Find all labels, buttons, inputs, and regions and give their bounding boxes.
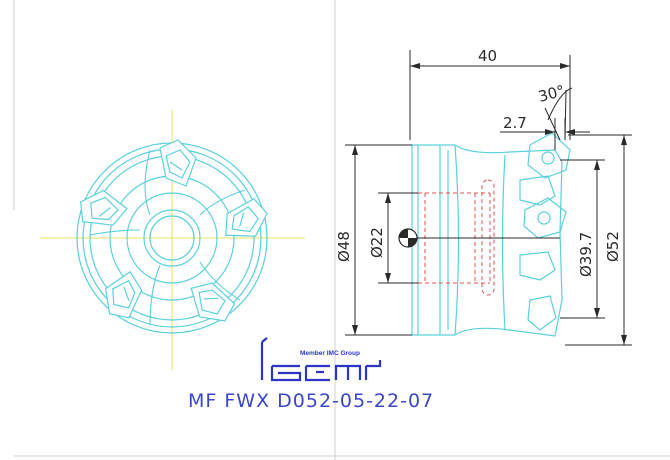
dim-angle-30: 30° xyxy=(536,82,566,106)
dim-length-40: 40 xyxy=(478,47,497,65)
dim-cut-dia-39-7: Ø39.7 xyxy=(577,232,595,277)
middle-insert xyxy=(523,197,567,239)
dim-cut-dia-52: Ø52 xyxy=(604,231,622,262)
front-view xyxy=(40,110,305,370)
sheet-border xyxy=(13,0,670,460)
dim-shank-dia-48: Ø48 xyxy=(335,231,353,262)
dim-offset-2-7: 2.7 xyxy=(503,114,527,132)
logo-subtitle: Member IMC Group xyxy=(300,350,360,357)
dimension-lines xyxy=(345,50,632,346)
top-insert xyxy=(527,132,571,179)
centre-mark xyxy=(398,228,560,248)
chip-flutes xyxy=(89,149,246,326)
insert-pockets xyxy=(80,139,268,322)
part-number-title: MF FWX D052-05-22-07 xyxy=(188,390,434,412)
dimension-arrows xyxy=(352,63,627,345)
side-view: 40 30° 2.7 Ø48 Ø22 Ø39.7 Ø52 xyxy=(335,47,632,346)
dim-bore-dia-22: Ø22 xyxy=(368,227,386,258)
iscar-logo: Member IMC Group xyxy=(260,337,382,382)
iscar-logo-mark xyxy=(260,337,382,382)
